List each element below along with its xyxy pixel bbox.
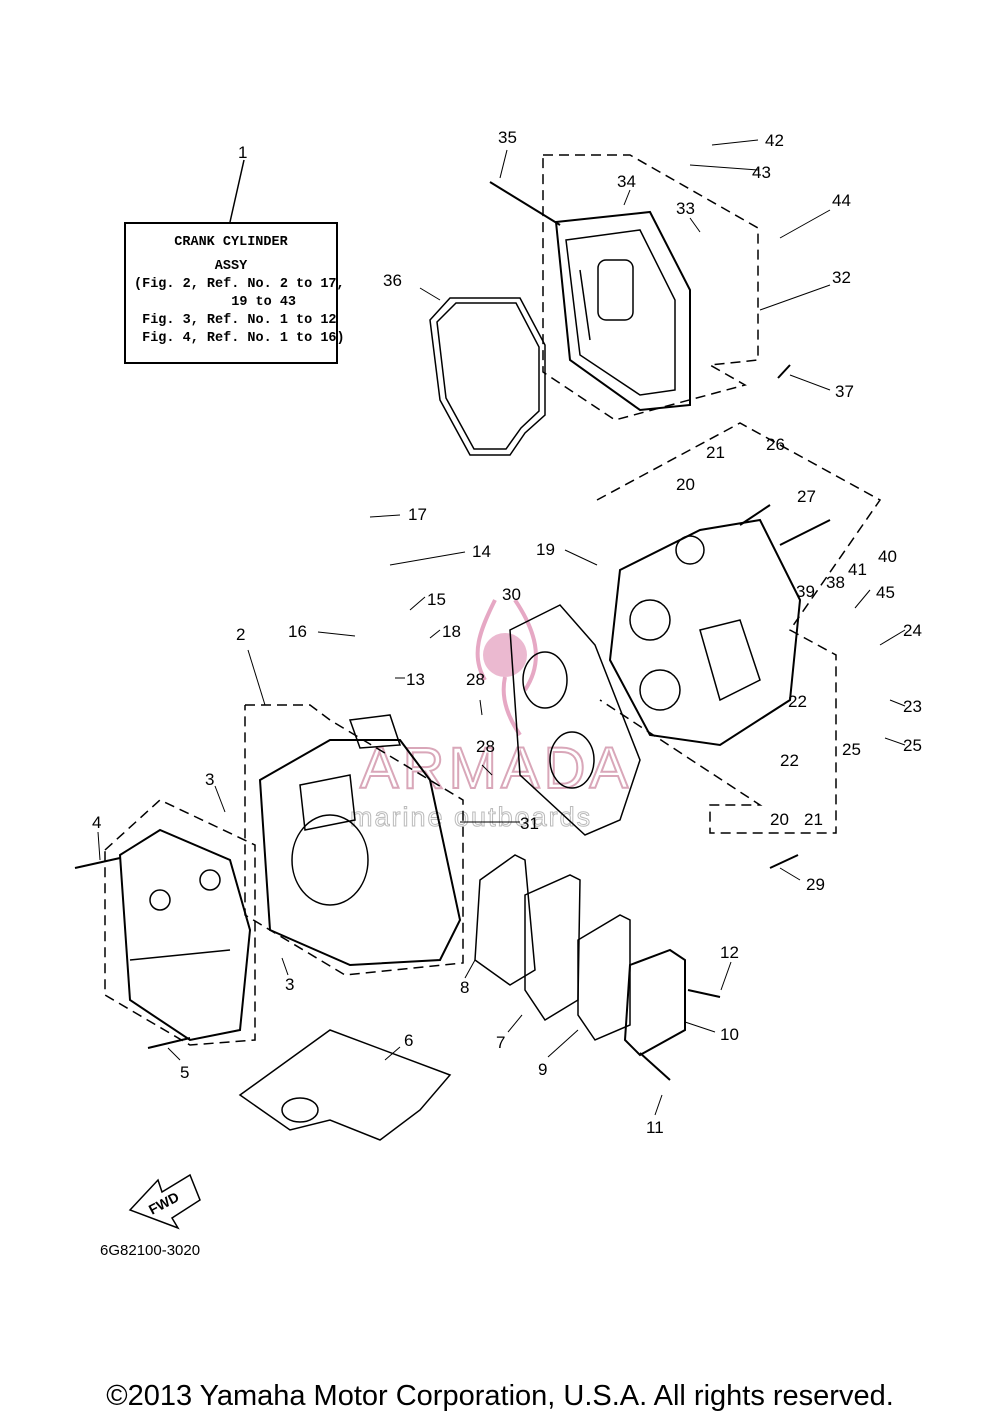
callout-13: 13 bbox=[406, 670, 425, 689]
callout-26: 26 bbox=[766, 435, 785, 454]
callout-40: 40 bbox=[878, 547, 897, 566]
cylinder-head bbox=[608, 518, 802, 747]
watermark-tagline: marine outboards bbox=[350, 802, 592, 832]
callout-44: 44 bbox=[832, 191, 851, 210]
callout-21: 21 bbox=[706, 443, 725, 462]
callout-45: 45 bbox=[876, 583, 895, 602]
gasket-36 bbox=[429, 297, 546, 456]
callout-4: 4 bbox=[92, 813, 101, 832]
note-title: CRANK CYLINDER bbox=[174, 235, 288, 250]
callout-17: 17 bbox=[408, 505, 427, 524]
note-line-1: (Fig. 2, Ref. No. 2 to 17, bbox=[134, 277, 345, 292]
dashed-frame-cover bbox=[542, 154, 759, 421]
callout-31: 31 bbox=[520, 814, 539, 833]
dashed-frame-block bbox=[244, 704, 464, 976]
callout-1: 1 bbox=[238, 143, 247, 162]
callout-10: 10 bbox=[720, 1025, 739, 1044]
callout-34: 34 bbox=[617, 172, 636, 191]
callout-20: 20 bbox=[676, 475, 695, 494]
note-line-2: 19 to 43 bbox=[134, 295, 297, 310]
callout-19: 19 bbox=[536, 540, 555, 559]
callout-23: 23 bbox=[903, 697, 922, 716]
callout-20b: 20 bbox=[770, 810, 789, 829]
callout-22: 22 bbox=[788, 692, 807, 711]
callout-15: 15 bbox=[427, 590, 446, 609]
callout-2: 2 bbox=[236, 625, 245, 644]
note-subtitle: ASSY bbox=[214, 259, 248, 274]
head-cover bbox=[554, 210, 691, 412]
part-code: 6G82100-3020 bbox=[100, 1242, 201, 1259]
callout-3: 3 bbox=[205, 770, 214, 789]
callout-25: 25 bbox=[842, 740, 861, 759]
callout-14: 14 bbox=[472, 542, 491, 561]
callout-6: 6 bbox=[404, 1031, 413, 1050]
note-line-3: Fig. 3, Ref. No. 1 to 12 bbox=[134, 313, 337, 328]
callout-35: 35 bbox=[498, 128, 517, 147]
callout-28: 28 bbox=[466, 670, 485, 689]
callout-3b: 3 bbox=[285, 975, 294, 994]
bolts bbox=[74, 181, 831, 1081]
callout-9: 9 bbox=[538, 1060, 547, 1079]
callout-labels: 1 2 3 3 4 5 6 7 8 9 10 11 12 13 14 15 16… bbox=[92, 128, 922, 1137]
callout-38: 38 bbox=[826, 573, 845, 592]
callout-7: 7 bbox=[496, 1033, 505, 1052]
callout-8: 8 bbox=[460, 978, 469, 997]
gasket-8 bbox=[474, 854, 536, 986]
copyright-notice: ©2013 Yamaha Motor Corporation, U.S.A. A… bbox=[106, 1380, 894, 1412]
callout-5: 5 bbox=[180, 1063, 189, 1082]
cylinder-block bbox=[258, 714, 462, 967]
callout-32: 32 bbox=[832, 268, 851, 287]
callout-22b: 22 bbox=[780, 751, 799, 770]
callout-39: 39 bbox=[796, 582, 815, 601]
callout-11: 11 bbox=[646, 1118, 664, 1137]
callout-21b: 21 bbox=[804, 810, 823, 829]
gasket-9 bbox=[577, 914, 631, 1041]
callout-41: 41 bbox=[848, 560, 867, 579]
callout-24: 24 bbox=[903, 621, 922, 640]
callout-28b: 28 bbox=[476, 737, 495, 756]
gasket-6 bbox=[238, 1029, 452, 1141]
callout-18: 18 bbox=[442, 622, 461, 641]
dashed-frame-head bbox=[596, 422, 882, 834]
callout-37: 37 bbox=[835, 382, 854, 401]
callout-43: 43 bbox=[752, 163, 771, 182]
crankcase bbox=[118, 828, 252, 1042]
head-gasket bbox=[509, 604, 641, 836]
leader-1 bbox=[229, 159, 245, 223]
cover-10 bbox=[623, 948, 686, 1057]
callout-29: 29 bbox=[806, 875, 825, 894]
callout-42: 42 bbox=[765, 131, 784, 150]
callout-16: 16 bbox=[288, 622, 307, 641]
leaders bbox=[97, 139, 906, 1116]
note-line-4: Fig. 4, Ref. No. 1 to 16) bbox=[134, 331, 345, 346]
callout-36: 36 bbox=[383, 271, 402, 290]
callout-30: 30 bbox=[502, 585, 521, 604]
callout-12: 12 bbox=[720, 943, 739, 962]
callout-25b: 25 bbox=[903, 736, 922, 755]
watermark-logo: ARMADA marine outboards bbox=[350, 598, 629, 833]
dashed-frame-crankcase bbox=[104, 799, 256, 1046]
assembly-note-box: CRANK CYLINDER ASSY (Fig. 2, Ref. No. 2 … bbox=[124, 222, 345, 364]
callout-27: 27 bbox=[797, 487, 816, 506]
fwd-arrow-icon: FWD bbox=[128, 1173, 201, 1230]
callout-33: 33 bbox=[676, 199, 695, 218]
